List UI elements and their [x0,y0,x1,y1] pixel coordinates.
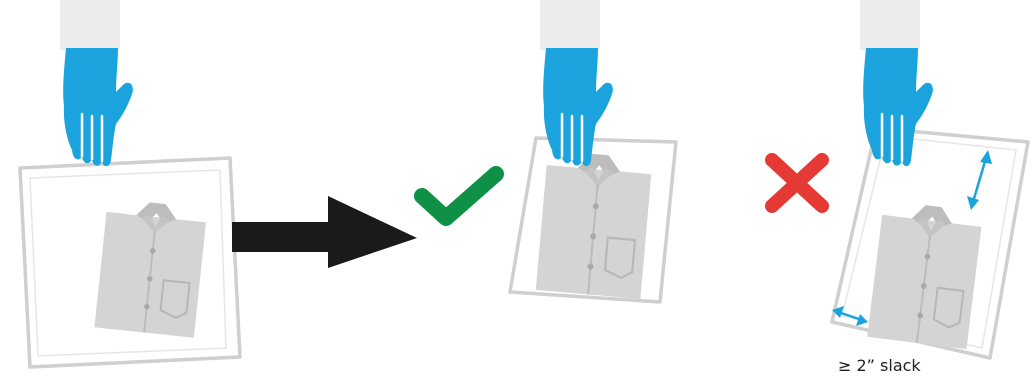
slack-caption: ≥ 2” slack [838,356,921,375]
gloved-hand-incorrect [860,0,933,166]
panel-incorrect [832,0,1028,358]
shirt-incorrect [867,200,983,349]
panel-correct [510,0,676,302]
shirt-correct [536,150,653,299]
shirt-before [94,198,207,338]
right-arrow-icon [232,196,417,268]
top-slack-arrow [967,150,992,210]
panel-before [20,0,240,367]
checkmark-icon [422,174,496,218]
gloved-hand-before [60,0,133,166]
cross-icon [772,160,822,206]
